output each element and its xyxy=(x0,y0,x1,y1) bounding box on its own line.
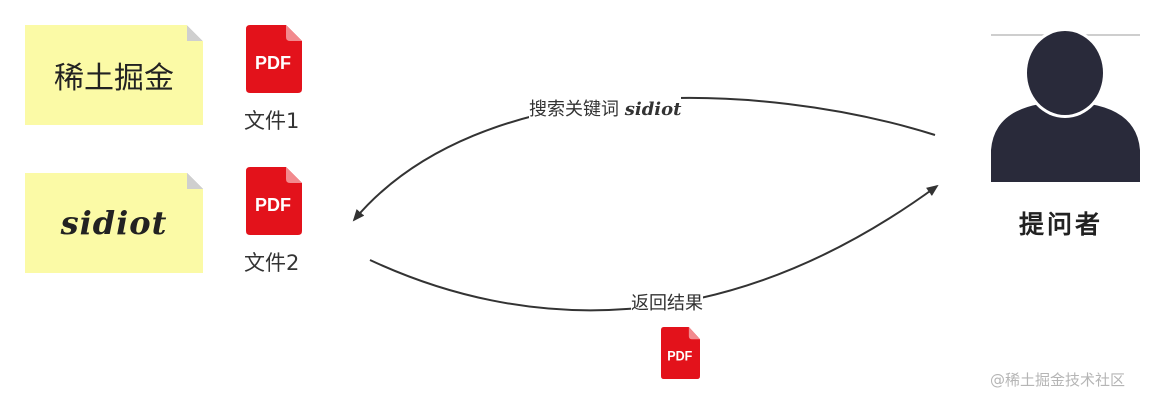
pdf-file-icon: PDF xyxy=(246,25,302,93)
note-text: sidiot xyxy=(60,204,168,242)
pdf-file-icon: PDF xyxy=(246,167,302,235)
watermark: @稀土掘金技术社区 xyxy=(990,371,1126,389)
note-text: 稀土掘金 xyxy=(54,61,174,96)
sticky-note-1: 稀土掘金 xyxy=(25,25,203,125)
return-edge-label: 返回结果 xyxy=(631,289,703,315)
person-label: 提问者 xyxy=(1019,210,1104,239)
note-fold-corner xyxy=(187,25,203,41)
pdf-icon-text: PDF xyxy=(255,53,291,73)
file-label-2: 文件2 xyxy=(244,251,300,275)
note-fold-corner xyxy=(187,173,203,189)
result-pdf-icon: PDF xyxy=(661,327,700,379)
pdf-icon-text: PDF xyxy=(667,348,692,364)
file-label-1: 文件1 xyxy=(244,109,300,133)
return-arrow xyxy=(369,184,939,312)
sticky-note-2: sidiot xyxy=(25,173,203,273)
search-keyword-text: sidiot xyxy=(624,99,682,120)
search-label-text: 搜索关键词 xyxy=(529,99,619,120)
pdf-icon-text: PDF xyxy=(255,195,291,215)
search-edge-label: 搜索关键词 sidiot xyxy=(529,95,682,121)
